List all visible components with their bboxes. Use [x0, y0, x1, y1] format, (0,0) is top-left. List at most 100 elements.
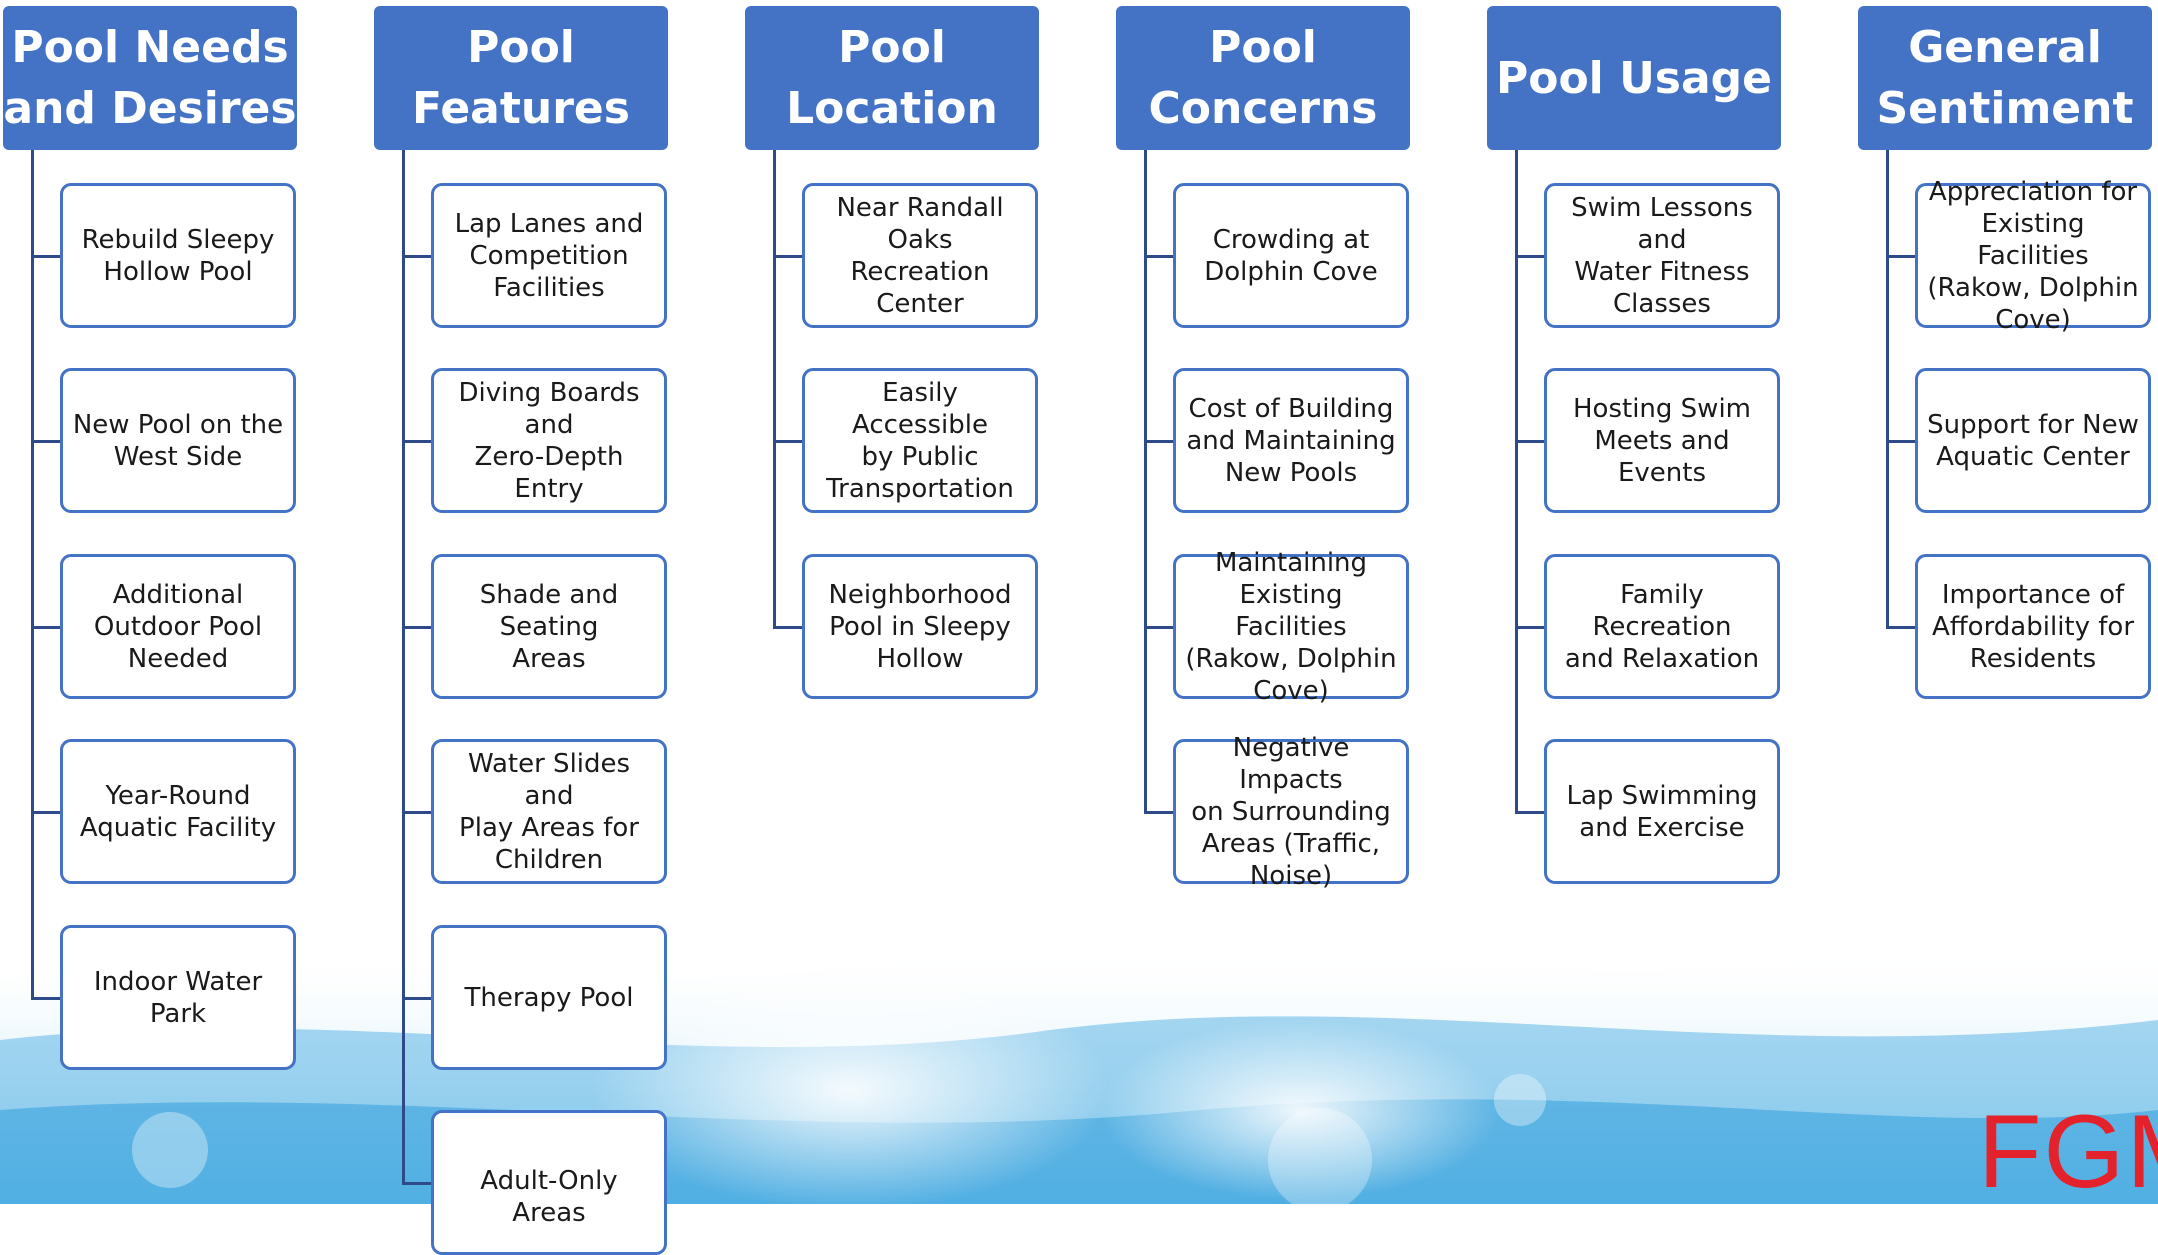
column-header-label: General Sentiment: [1876, 22, 2134, 134]
item-box: New Pool on the West Side: [60, 368, 296, 513]
item-label: Cost of Building and Maintaining New Poo…: [1186, 393, 1396, 488]
item-label: Crowding at Dolphin Cove: [1204, 224, 1378, 287]
connector-branch: [31, 625, 61, 629]
item-box: Importance of Affordability for Resident…: [1915, 554, 2151, 699]
item-label: Rebuild Sleepy Hollow Pool: [81, 224, 275, 287]
item-label: Lap Swimming and Exercise: [1566, 780, 1758, 843]
connector-branch: [31, 810, 61, 814]
item-label: Negative Impacts on Surrounding Areas (T…: [1191, 732, 1391, 891]
item-label: Appreciation for Existing Facilities (Ra…: [1927, 176, 2139, 335]
item-label: Support for New Aquatic Center: [1927, 409, 2139, 472]
column-header: Pool Usage: [1487, 6, 1781, 150]
item-box: Water Slides and Play Areas for Children: [431, 739, 667, 884]
item-label: Importance of Affordability for Resident…: [1931, 579, 2135, 674]
connector-trunk: [402, 150, 405, 1185]
column-header-label: Pool Features: [412, 22, 630, 134]
connector-branch: [402, 625, 432, 629]
item-label: Additional Outdoor Pool Needed: [93, 579, 263, 674]
item-label: Easily Accessible by Public Transportati…: [826, 377, 1014, 504]
column-header: Pool Location: [745, 6, 1039, 150]
item-box: Crowding at Dolphin Cove: [1173, 183, 1409, 328]
item-label: Water Slides and Play Areas for Children: [459, 748, 639, 875]
item-label: Therapy Pool: [464, 982, 634, 1013]
item-box: Rebuild Sleepy Hollow Pool: [60, 183, 296, 328]
connector-branch: [402, 254, 432, 258]
connector-trunk: [1144, 150, 1147, 814]
item-label: New Pool on the West Side: [72, 409, 284, 472]
item-label: Near Randall Oaks Recreation Center: [836, 192, 1004, 319]
connector-branch: [1886, 439, 1916, 443]
connector-branch: [402, 810, 432, 814]
item-box: Therapy Pool: [431, 925, 667, 1070]
item-box: Near Randall Oaks Recreation Center: [802, 183, 1038, 328]
connector-branch: [1515, 439, 1545, 443]
item-box: Lap Swimming and Exercise: [1544, 739, 1780, 884]
connector-trunk: [31, 150, 34, 1000]
item-label: Shade and Seating Areas: [479, 579, 619, 674]
background-water-graphic: [0, 944, 2158, 1204]
item-label: Adult-Only Areas: [480, 1166, 618, 1228]
item-box: Diving Boards and Zero-Depth Entry: [431, 368, 667, 513]
connector-trunk: [1515, 150, 1518, 814]
item-box: Shade and Seating Areas: [431, 554, 667, 699]
item-box: Easily Accessible by Public Transportati…: [802, 368, 1038, 513]
connector-branch: [402, 1181, 432, 1185]
company-logo: FGM: [1978, 1094, 2158, 1210]
item-box: Cost of Building and Maintaining New Poo…: [1173, 368, 1409, 513]
connector-branch: [773, 254, 803, 258]
item-box: Additional Outdoor Pool Needed: [60, 554, 296, 699]
item-label: Neighborhood Pool in Sleepy Hollow: [828, 579, 1012, 674]
connector-branch: [1886, 625, 1916, 629]
connector-branch: [1515, 810, 1545, 814]
item-label: Lap Lanes and Competition Facilities: [454, 208, 644, 303]
connector-branch: [402, 439, 432, 443]
connector-branch: [31, 996, 61, 1000]
connector-branch: [1144, 625, 1174, 629]
connector-branch: [1515, 254, 1545, 258]
column-header: Pool Features: [374, 6, 668, 150]
item-label: Swim Lessons and Water Fitness Classes: [1571, 192, 1753, 319]
column-header-label: Pool Usage: [1495, 52, 1773, 104]
column-header: Pool Concerns: [1116, 6, 1410, 150]
item-box: Year-Round Aquatic Facility: [60, 739, 296, 884]
item-label: Indoor Water Park: [93, 966, 263, 1029]
item-box: Appreciation for Existing Facilities (Ra…: [1915, 177, 2151, 335]
item-label: Hosting Swim Meets and Events: [1573, 393, 1751, 488]
item-label: Diving Boards and Zero-Depth Entry: [458, 377, 640, 504]
connector-branch: [773, 625, 803, 629]
column-header: Pool Needs and Desires: [3, 6, 297, 150]
connector-branch: [1515, 625, 1545, 629]
item-box: Adult-Only Areas: [431, 1110, 667, 1255]
item-box: Support for New Aquatic Center: [1915, 368, 2151, 513]
column-header-label: Pool Concerns: [1148, 22, 1378, 134]
column-header: General Sentiment: [1858, 6, 2152, 150]
connector-branch: [402, 996, 432, 1000]
item-box: Indoor Water Park: [60, 925, 296, 1070]
connector-branch: [773, 439, 803, 443]
connector-branch: [1144, 439, 1174, 443]
connector-branch: [1886, 254, 1916, 258]
item-box: Lap Lanes and Competition Facilities: [431, 183, 667, 328]
item-label: Year-Round Aquatic Facility: [79, 780, 277, 843]
item-box: Maintaining Existing Facilities (Rakow, …: [1173, 548, 1409, 706]
connector-branch: [1144, 810, 1174, 814]
column-header-label: Pool Location: [786, 22, 998, 134]
item-label: Maintaining Existing Facilities (Rakow, …: [1185, 547, 1397, 706]
connector-branch: [31, 254, 61, 258]
item-box: Family Recreation and Relaxation: [1544, 554, 1780, 699]
connector-branch: [31, 439, 61, 443]
connector-trunk: [773, 150, 776, 629]
item-box: Swim Lessons and Water Fitness Classes: [1544, 183, 1780, 328]
item-box: Hosting Swim Meets and Events: [1544, 368, 1780, 513]
item-box: Neighborhood Pool in Sleepy Hollow: [802, 554, 1038, 699]
item-box: Negative Impacts on Surrounding Areas (T…: [1173, 733, 1409, 891]
column-header-label: Pool Needs and Desires: [3, 22, 297, 134]
connector-trunk: [1886, 150, 1889, 629]
item-label: Family Recreation and Relaxation: [1564, 579, 1760, 674]
connector-branch: [1144, 254, 1174, 258]
